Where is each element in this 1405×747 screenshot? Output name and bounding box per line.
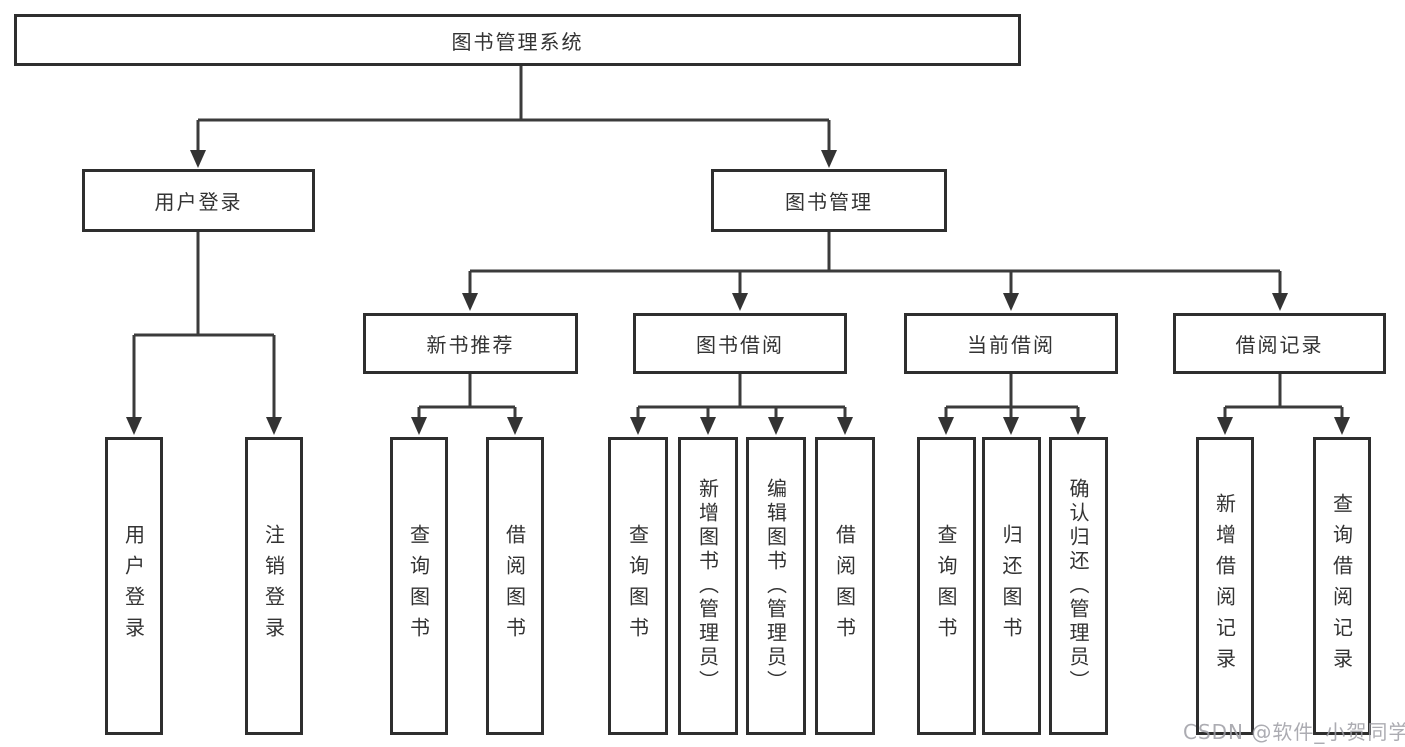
node-label: 图书借阅 xyxy=(696,333,784,357)
leaf-edit-books-admin: 编辑图书（管理员） xyxy=(746,437,806,735)
leaf-query-books-borrow: 查询图书 xyxy=(608,437,668,735)
leaf-add-borrow-record: 新增借阅记录 xyxy=(1196,437,1254,735)
leaf-confirm-return-admin: 确认归还（管理员） xyxy=(1049,437,1108,735)
leaf-user-login: 用户登录 xyxy=(105,437,163,735)
node-label: 查询图书 xyxy=(934,524,958,648)
node-label: 注销登录 xyxy=(261,524,286,648)
leaf-logout: 注销登录 xyxy=(245,437,303,735)
node-label: 查询图书 xyxy=(406,524,431,648)
node-label: 新增借阅记录 xyxy=(1212,493,1237,679)
node-label: 归还图书 xyxy=(999,524,1023,648)
leaf-return-books: 归还图书 xyxy=(982,437,1041,735)
node-book-borrow: 图书借阅 xyxy=(633,313,847,374)
node-borrow-records: 借阅记录 xyxy=(1173,313,1386,374)
node-label: 图书管理 xyxy=(785,190,873,214)
leaf-query-borrow-record: 查询借阅记录 xyxy=(1313,437,1371,735)
node-label: 编辑图书（管理员） xyxy=(763,478,788,694)
leaf-query-books-current: 查询图书 xyxy=(917,437,976,735)
node-label: 查询图书 xyxy=(625,524,650,648)
leaf-add-books-admin: 新增图书（管理员） xyxy=(678,437,738,735)
node-user-login: 用户登录 xyxy=(82,169,315,232)
node-label: 确认归还（管理员） xyxy=(1066,478,1090,694)
node-label: 图书管理系统 xyxy=(451,29,584,54)
csdn-watermark: CSDN @软件_小贺同学 xyxy=(1183,720,1405,744)
node-current-borrow: 当前借阅 xyxy=(904,313,1118,374)
leaf-query-books-recommend: 查询图书 xyxy=(390,437,448,735)
node-label: 查询借阅记录 xyxy=(1329,493,1354,679)
node-label: 借阅图书 xyxy=(502,524,527,648)
node-label: 新书推荐 xyxy=(426,333,515,357)
node-label: 借阅记录 xyxy=(1235,333,1324,357)
node-label: 用户登录 xyxy=(121,524,146,648)
leaf-borrow-books: 借阅图书 xyxy=(815,437,875,735)
node-label: 新增图书（管理员） xyxy=(695,478,720,694)
leaf-borrow-books-recommend: 借阅图书 xyxy=(486,437,544,735)
node-root-system: 图书管理系统 xyxy=(14,14,1021,66)
node-label: 用户登录 xyxy=(154,190,243,214)
node-label: 当前借阅 xyxy=(967,333,1055,357)
node-label: 借阅图书 xyxy=(832,524,857,648)
node-book-management: 图书管理 xyxy=(711,169,947,232)
node-new-book-recommend: 新书推荐 xyxy=(363,313,578,374)
